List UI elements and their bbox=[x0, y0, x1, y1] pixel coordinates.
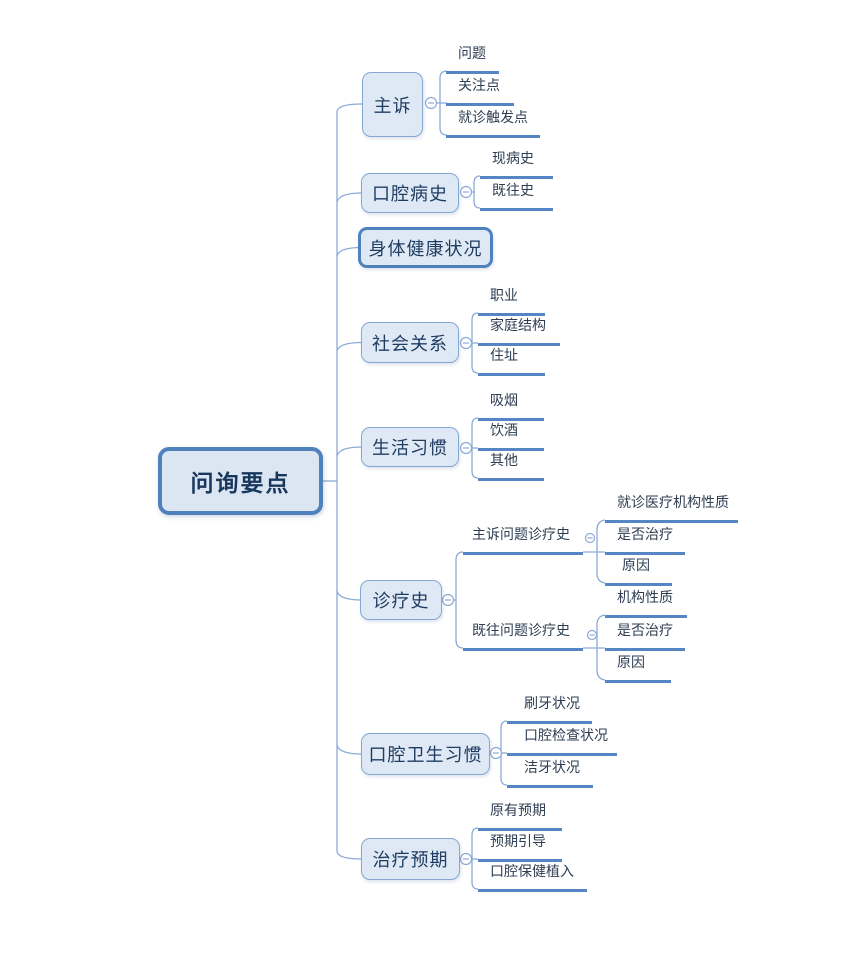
collapse-icon-social-relations[interactable] bbox=[459, 336, 473, 350]
subtopic-oral-exam-status[interactable]: 口腔检查状况 bbox=[507, 720, 617, 756]
subtopic-visit-trigger[interactable]: 就诊触发点 bbox=[446, 102, 540, 138]
subtopic-brushing-status[interactable]: 刷牙状况 bbox=[507, 688, 592, 724]
topic-label: 口腔卫生习惯 bbox=[368, 745, 483, 765]
topic-oral-hygiene-habits[interactable]: 口腔卫生习惯 bbox=[361, 733, 490, 775]
topic-label: 身体健康状况 bbox=[368, 238, 483, 259]
bracket-treatment-history bbox=[455, 551, 464, 649]
root-topic-label: 问询要点 bbox=[190, 470, 291, 496]
subtopic-cleaning-status[interactable]: 洁牙状况 bbox=[507, 752, 593, 788]
topic-label: 主诉 bbox=[373, 95, 412, 116]
collapse-icon-living-habits[interactable] bbox=[459, 441, 473, 455]
collapse-icon-treatment-history[interactable] bbox=[441, 593, 455, 607]
root-topic[interactable]: 问询要点 bbox=[158, 447, 323, 515]
elbow-oral-history bbox=[336, 192, 363, 203]
subtopic-question[interactable]: 问题 bbox=[446, 38, 499, 74]
subtopic-past-institution-type[interactable]: 机构性质 bbox=[605, 582, 687, 618]
topic-physical-health[interactable]: 身体健康状况 bbox=[358, 227, 493, 268]
bracket-chief-complaint bbox=[439, 70, 448, 136]
subtopic-cc-institution-type[interactable]: 就诊医疗机构性质 bbox=[605, 487, 738, 523]
subtopic-smoking[interactable]: 吸烟 bbox=[478, 385, 544, 421]
subtopic-address[interactable]: 住址 bbox=[478, 340, 545, 376]
subtopic-expectation-guidance[interactable]: 预期引导 bbox=[478, 826, 562, 862]
trunk-line bbox=[336, 103, 363, 860]
elbow-oral-hygiene bbox=[336, 744, 363, 755]
subtopic-cc-treatment-history[interactable]: 主诉问题诊疗史 bbox=[463, 519, 583, 555]
topic-living-habits[interactable]: 生活习惯 bbox=[361, 427, 459, 467]
elbow-treatment-history bbox=[336, 590, 363, 601]
elbow-living-habits bbox=[336, 446, 363, 457]
collapse-icon-past-treatment[interactable] bbox=[586, 629, 598, 641]
topic-treatment-history[interactable]: 诊疗史 bbox=[360, 580, 442, 620]
bracket-oral-history bbox=[473, 175, 481, 209]
bracket-past-treatment bbox=[596, 614, 606, 681]
subtopic-cc-treated-or-not[interactable]: 是否治疗 bbox=[605, 519, 685, 555]
subtopic-cc-reason[interactable]: 原因 bbox=[605, 550, 672, 586]
topic-label: 社会关系 bbox=[372, 333, 448, 354]
topic-social-relations[interactable]: 社会关系 bbox=[361, 322, 459, 363]
subtopic-past-treatment-history[interactable]: 既往问题诊疗史 bbox=[463, 615, 583, 651]
topic-label: 生活习惯 bbox=[372, 438, 448, 458]
subtopic-past-history[interactable]: 既往史 bbox=[480, 175, 553, 211]
subtopic-original-expectation[interactable]: 原有预期 bbox=[478, 795, 562, 831]
subtopic-occupation[interactable]: 职业 bbox=[478, 280, 545, 316]
subtopic-past-treated-or-not[interactable]: 是否治疗 bbox=[605, 615, 685, 651]
subtopic-present-illness[interactable]: 现病史 bbox=[480, 143, 553, 179]
collapse-icon-cc-treatment[interactable] bbox=[584, 532, 596, 544]
collapse-icon-oral-history[interactable] bbox=[459, 185, 473, 199]
collapse-icon-chief-complaint[interactable] bbox=[424, 96, 438, 110]
subtopic-drinking[interactable]: 饮酒 bbox=[478, 415, 544, 451]
collapse-icon-oral-hygiene[interactable] bbox=[489, 746, 503, 760]
collapse-toggles bbox=[424, 96, 598, 866]
topic-label: 诊疗史 bbox=[372, 591, 430, 611]
bracket-cc-treatment bbox=[596, 519, 606, 584]
subtopic-past-reason[interactable]: 原因 bbox=[605, 647, 671, 683]
subtopic-family-structure[interactable]: 家庭结构 bbox=[478, 310, 560, 346]
elbow-social-relations bbox=[336, 341, 363, 352]
topic-chief-complaint[interactable]: 主诉 bbox=[362, 72, 423, 137]
subtopic-concern[interactable]: 关注点 bbox=[446, 70, 514, 106]
subtopic-oral-care-implant[interactable]: 口腔保健植入 bbox=[478, 856, 587, 892]
subtopic-other-habit[interactable]: 其他 bbox=[478, 445, 544, 481]
topic-treatment-expectation[interactable]: 治疗预期 bbox=[361, 838, 460, 880]
collapse-icon-expectation[interactable] bbox=[459, 852, 473, 866]
topic-label: 治疗预期 bbox=[372, 850, 449, 870]
topic-label: 口腔病史 bbox=[372, 184, 448, 204]
topic-oral-history[interactable]: 口腔病史 bbox=[361, 173, 459, 213]
